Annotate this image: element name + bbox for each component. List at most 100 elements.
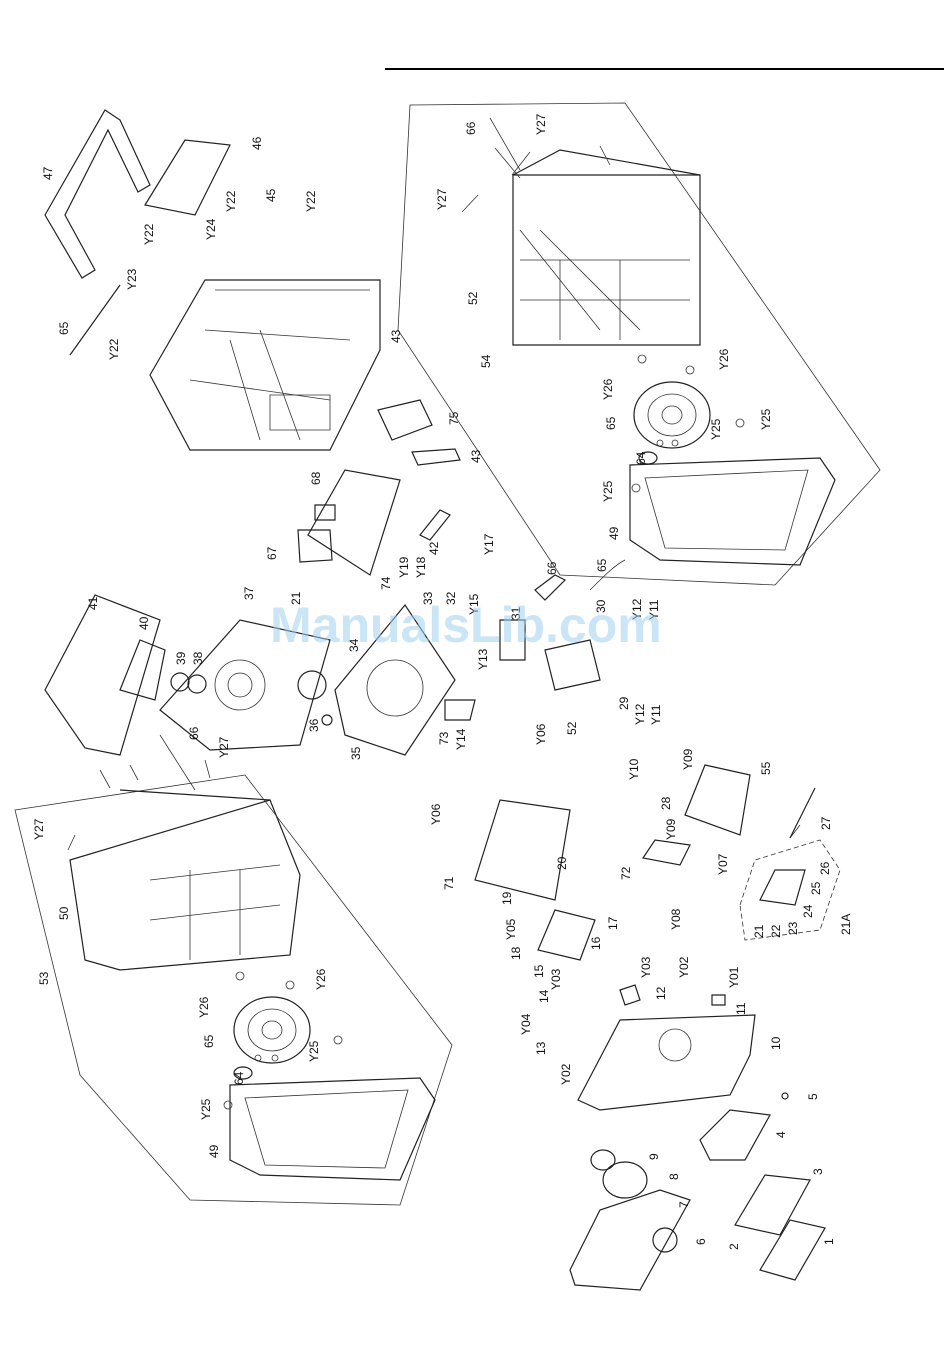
label-Y02-a: Y02 <box>677 956 691 978</box>
label-47: 47 <box>41 166 55 180</box>
label-Y08: Y08 <box>669 908 683 930</box>
front-frame-10 <box>577 1014 756 1111</box>
label-68: 68 <box>309 471 323 485</box>
lid-41 <box>44 594 161 756</box>
label-55: 55 <box>759 761 773 775</box>
plate-75 <box>377 399 433 441</box>
label-24: 24 <box>801 904 815 918</box>
label-Y22-d: Y22 <box>107 338 121 360</box>
board-72 <box>641 839 691 866</box>
bracket-46 <box>144 139 231 216</box>
top-cover-37 <box>159 619 331 751</box>
label-39: 39 <box>174 651 188 665</box>
label-Y27-left-b: Y27 <box>217 736 231 758</box>
label-11: 11 <box>734 1002 748 1015</box>
label-13: 13 <box>534 1041 548 1055</box>
label-Y19: Y19 <box>397 556 411 578</box>
tape-mech-55 <box>684 764 751 836</box>
label-65-left: 65 <box>202 1034 216 1048</box>
speaker-65-left <box>233 996 311 1064</box>
part-73 <box>444 699 476 721</box>
bracket-17 <box>537 909 596 961</box>
label-Y26-right-a: Y26 <box>601 378 615 400</box>
switch-block-21 <box>759 869 806 906</box>
disc-36 <box>297 670 327 700</box>
label-75: 75 <box>447 411 461 425</box>
board-74 <box>307 469 401 576</box>
label-62: 66 <box>545 561 559 575</box>
label-71: 71 <box>442 876 456 890</box>
label-Y25-left-b: Y25 <box>199 1098 213 1120</box>
label-Y15: Y15 <box>467 593 481 615</box>
label-Y12-a: Y12 <box>630 598 644 620</box>
grille-49-right <box>629 457 836 566</box>
label-4: 4 <box>774 1131 788 1138</box>
label-Y25-left-a: Y25 <box>307 1040 321 1062</box>
label-26: 26 <box>818 861 832 875</box>
label-66-left: 66 <box>187 726 201 740</box>
label-Y06-a: Y06 <box>534 723 548 745</box>
label-35: 35 <box>349 746 363 760</box>
label-36: 36 <box>307 718 321 732</box>
label-Y26-right-b: Y26 <box>717 348 731 370</box>
rod-27 <box>789 787 816 839</box>
label-1: 1 <box>822 1238 836 1245</box>
label-45: 45 <box>264 188 278 202</box>
part-11 <box>711 994 726 1006</box>
label-21: 21 <box>289 591 303 605</box>
label-20: 20 <box>555 856 569 870</box>
label-22: 22 <box>769 924 783 938</box>
ring-64-right <box>638 451 658 465</box>
label-Y13: Y13 <box>476 648 490 670</box>
label-23: 23 <box>786 921 800 935</box>
label-34: 34 <box>347 638 361 652</box>
label-7: 7 <box>677 1201 691 1208</box>
label-Y05: Y05 <box>504 918 518 940</box>
label-64-left: 64 <box>232 1071 246 1085</box>
cover-40 <box>119 639 166 701</box>
label-2: 2 <box>727 1243 741 1250</box>
cd-top-assembly <box>44 559 626 756</box>
label-Y25-right-c: Y25 <box>601 480 615 502</box>
cable-61 <box>589 559 626 591</box>
label-6: 6 <box>694 1238 708 1245</box>
label-38: 38 <box>191 651 205 665</box>
label-Y04: Y04 <box>519 1013 533 1035</box>
label-Y27-left-a: Y27 <box>32 818 46 840</box>
label-49-left: 49 <box>207 1144 221 1158</box>
label-61: 65 <box>595 558 609 572</box>
label-16: 16 <box>589 936 603 950</box>
label-Y09-a: Y09 <box>681 748 695 770</box>
label-Y22-b: Y22 <box>304 190 318 212</box>
label-21-b: 21 <box>752 924 766 938</box>
label-40: 40 <box>137 616 151 630</box>
chassis-44 <box>149 279 381 451</box>
board-71 <box>474 799 571 901</box>
label-Y03-b: Y03 <box>639 956 653 978</box>
amp-board-assembly <box>474 764 841 1111</box>
label-Y22-a: Y22 <box>224 190 238 212</box>
label-Y26-left-b: Y26 <box>314 968 328 990</box>
label-29: 29 <box>617 696 631 710</box>
watermark: ManualsLib.com <box>270 597 662 653</box>
ring-39 <box>170 672 190 692</box>
right-speaker-screws <box>461 117 745 493</box>
label-50: 50 <box>57 906 71 920</box>
label-Y06-b: Y06 <box>429 803 443 825</box>
grille-49-left <box>229 1077 436 1181</box>
label-15: 15 <box>532 964 546 978</box>
frame-7 <box>569 1189 691 1291</box>
part-35 <box>321 714 333 726</box>
label-5: 5 <box>806 1093 820 1100</box>
label-18: 18 <box>509 946 523 960</box>
label-41: 41 <box>86 596 100 610</box>
label-Y02-b: Y02 <box>559 1063 573 1085</box>
label-19: 19 <box>500 891 514 905</box>
label-Y18: Y18 <box>414 556 428 578</box>
label-65-right: 65 <box>604 416 618 430</box>
label-51: 52 <box>466 291 480 305</box>
left-speaker-group <box>14 734 453 1206</box>
panel-2 <box>759 1219 826 1281</box>
label-Y26-left-a: Y26 <box>197 996 211 1018</box>
front-parts <box>569 1092 826 1291</box>
